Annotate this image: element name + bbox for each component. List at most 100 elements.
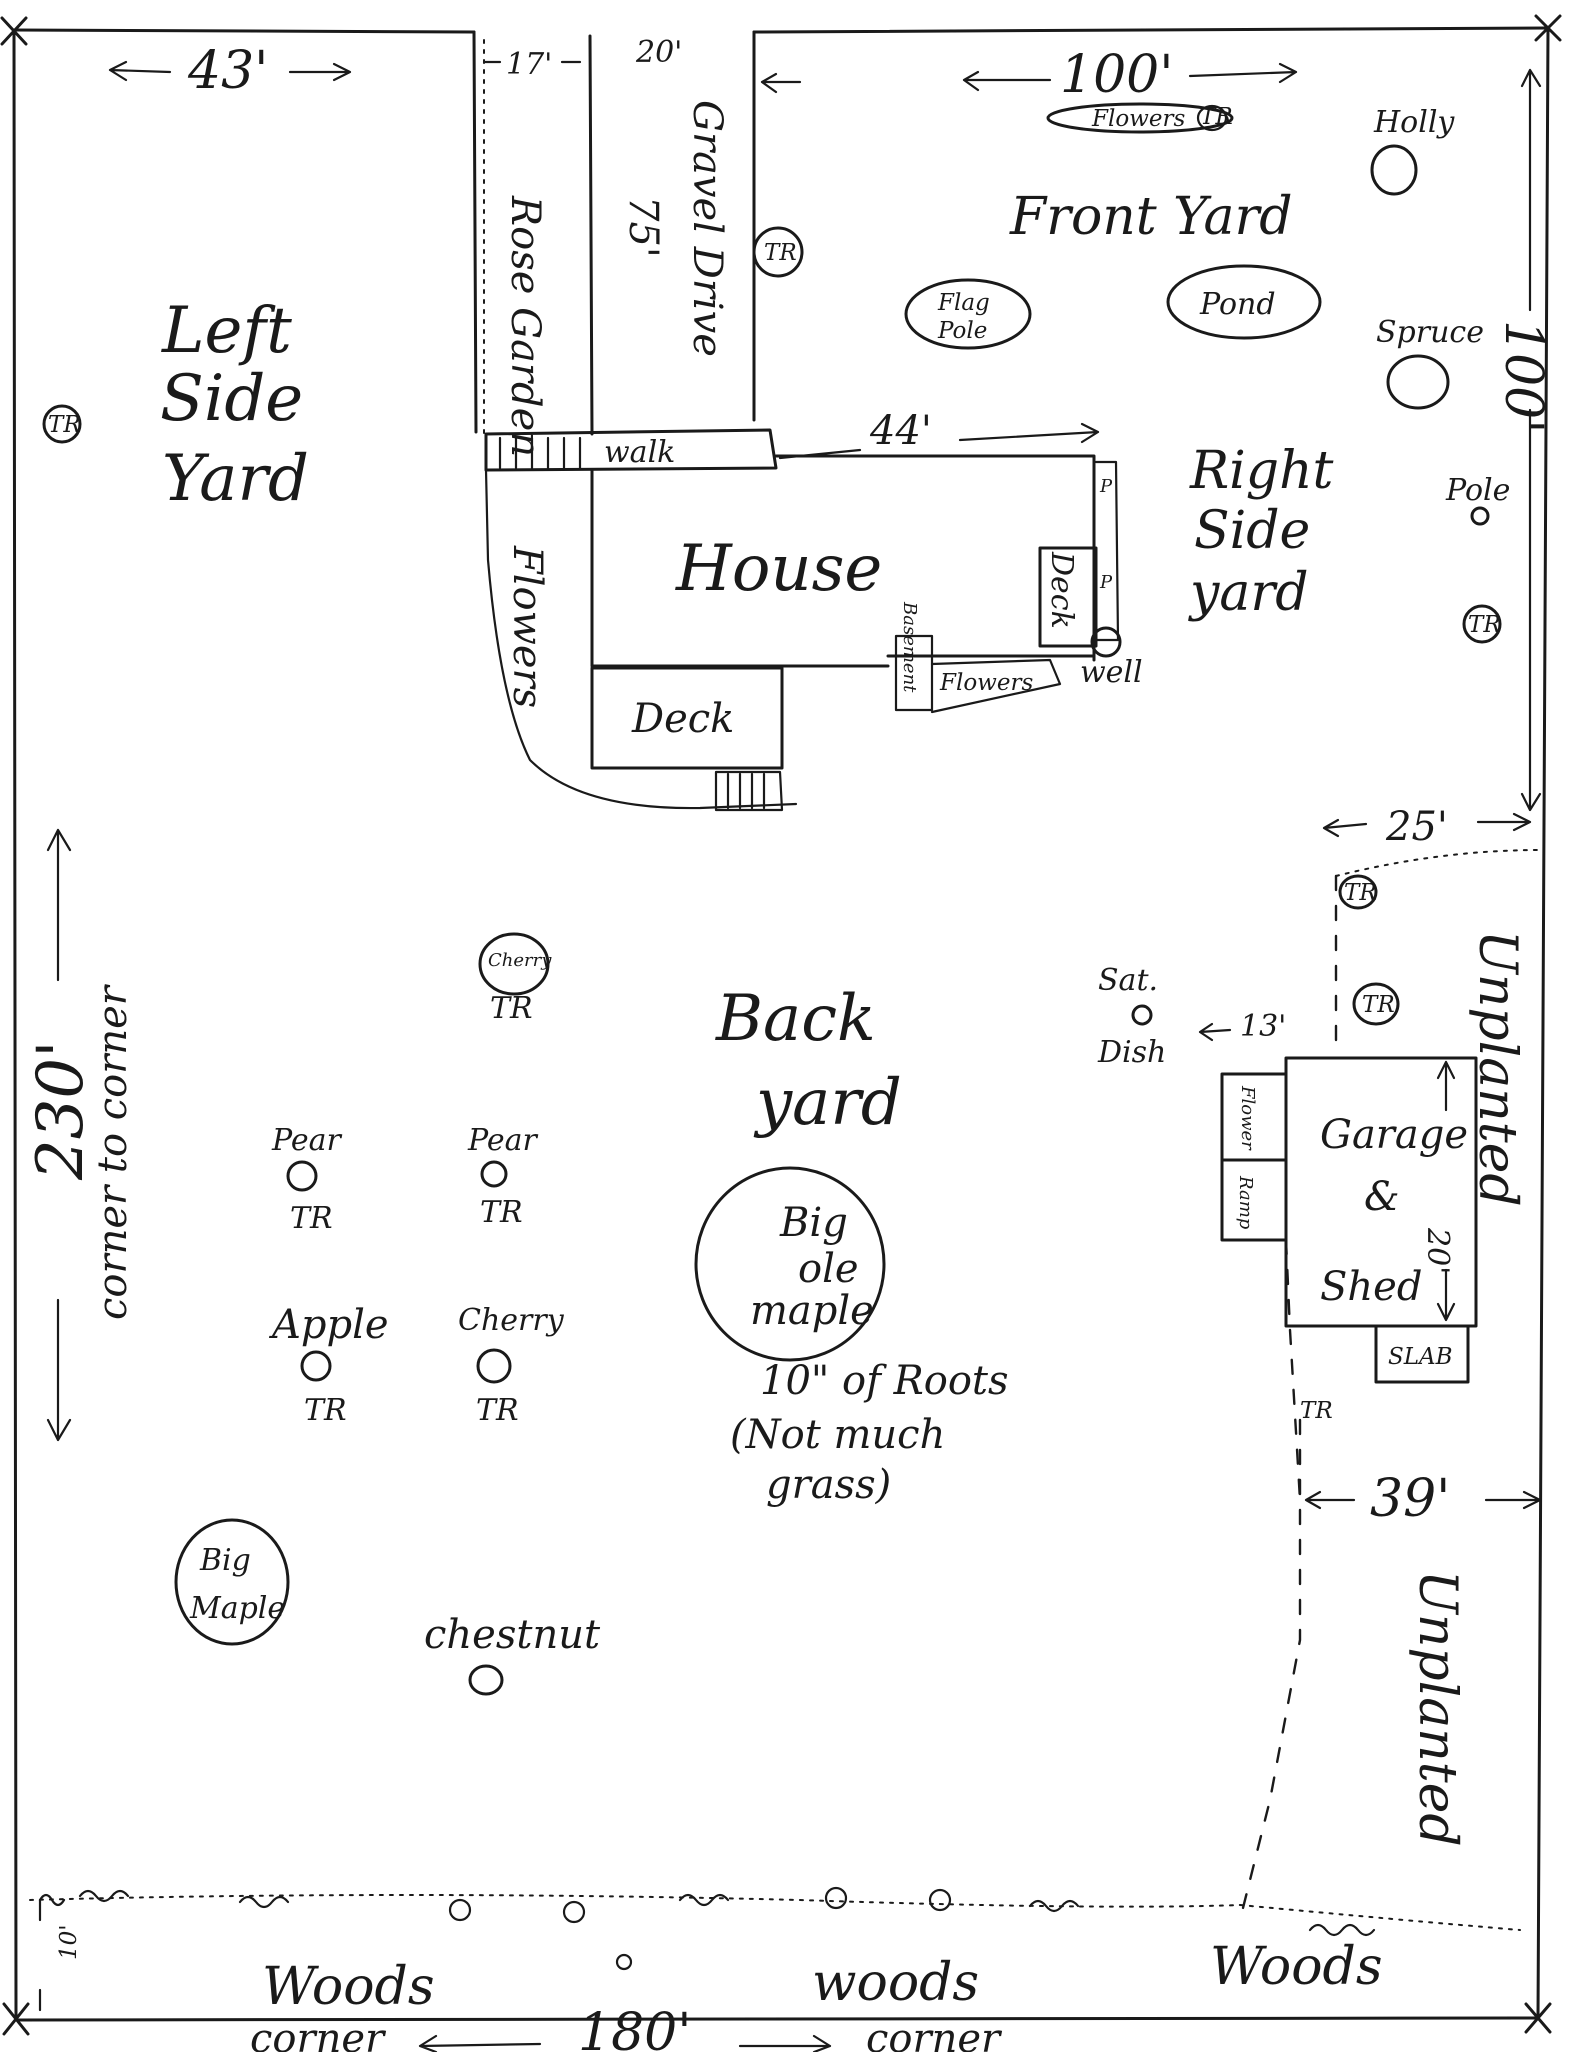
big-ole-maple-label-1: Big xyxy=(779,1200,848,1246)
tr-marker-pear-2: TR xyxy=(480,1195,523,1230)
garage-label-1: Garage xyxy=(1320,1112,1468,1158)
basement-label: Basement xyxy=(899,601,920,693)
tr-marker-garage-1: TR xyxy=(1344,880,1377,906)
ramp-label: Ramp xyxy=(1235,1175,1256,1230)
back-yard-label-1: Back xyxy=(715,982,876,1056)
spruce-label: Spruce xyxy=(1376,315,1484,350)
garage-fence-line xyxy=(1284,1238,1302,1502)
big-ole-maple-label-3: maple xyxy=(750,1288,874,1334)
dim-woods-strip: 10' xyxy=(56,1924,82,1960)
dim-rose-garden-width: 17' xyxy=(506,47,552,82)
dim-right-side-depth: 100' xyxy=(1493,320,1553,434)
tr-marker-drive: TR xyxy=(764,240,797,266)
side-deck-outline xyxy=(1038,546,1098,648)
pear-1-circle xyxy=(286,1160,318,1192)
walk-outline xyxy=(484,428,778,472)
chestnut-label: chestnut xyxy=(424,1612,601,1658)
flower-box-label: Flower xyxy=(1237,1085,1258,1151)
big-maple-circle xyxy=(174,1518,290,1646)
ramp-outline xyxy=(1220,1158,1288,1242)
sat-dish-label-1: Sat. xyxy=(1098,963,1158,998)
corner-label-right: corner xyxy=(866,2016,1003,2052)
flag-pole-label-1: Flag xyxy=(937,290,990,316)
woods-edge xyxy=(29,1894,1521,1931)
front-flowers-label: Flowers xyxy=(1091,106,1185,132)
tr-marker-pear-1: TR xyxy=(290,1201,333,1236)
dim-left-side-width: 43' xyxy=(187,41,268,101)
rose-garden-label: Rose Garden xyxy=(502,195,548,457)
driveway-outline xyxy=(472,30,756,436)
spruce-circle xyxy=(1386,354,1450,410)
flowers-house-label: Flowers xyxy=(504,545,550,708)
right-side-yard-label-2: Side xyxy=(1194,501,1310,561)
left-side-yard-label-2: Side xyxy=(160,362,303,436)
right-side-yard-label-1: Right xyxy=(1189,441,1334,501)
pond-label: Pond xyxy=(1199,287,1276,322)
tr-marker-cherry-1: TR xyxy=(490,991,533,1026)
cherry-2-label: Cherry xyxy=(458,1303,565,1338)
pear-1-label: Pear xyxy=(271,1123,342,1158)
dim-sat-to-garage: 13' xyxy=(1240,1009,1286,1044)
left-side-yard-label-3: Yard xyxy=(162,442,309,516)
front-yard-label: Front Yard xyxy=(1009,187,1293,247)
dim-drive-width: 20' xyxy=(635,35,682,70)
dim-garage-depth: 20' xyxy=(1420,1227,1455,1274)
pole-marker-2: P xyxy=(1099,572,1113,593)
tr-marker-left: TR xyxy=(48,412,81,438)
roots-note-line-2: (Not much xyxy=(730,1412,945,1458)
dim-walk-length: 44' xyxy=(869,408,932,454)
pear-2-label: Pear xyxy=(467,1123,538,1158)
chestnut-circle xyxy=(468,1664,504,1696)
dim-drive-length: 75' xyxy=(620,196,666,258)
holly-circle xyxy=(1370,144,1418,196)
cherry-1-label: Cherry xyxy=(488,950,552,971)
gravel-drive-label: Gravel Drive xyxy=(684,100,730,357)
pole-label: Pole xyxy=(1445,473,1510,508)
tr-marker-right: TR xyxy=(1468,612,1501,638)
walk-tr-circle xyxy=(1196,104,1228,132)
property-boundary xyxy=(0,14,1562,2036)
well-label: well xyxy=(1080,655,1143,690)
back-deck-label: Deck xyxy=(631,696,734,742)
big-maple-label-1: Big xyxy=(199,1543,251,1578)
tr-marker-garage-2: TR xyxy=(1362,992,1395,1018)
tr-marker-front-flowers: TR xyxy=(1200,104,1233,130)
dim-front-width: 100' xyxy=(1060,45,1174,105)
woods-shrubs xyxy=(38,1886,1376,1971)
dim-garage-to-right-line: 25' xyxy=(1385,804,1448,850)
cherry-1-circle xyxy=(478,932,550,996)
right-side-yard-label-3: yard xyxy=(1188,563,1309,623)
flowers-strip xyxy=(930,658,1062,714)
side-planter xyxy=(1094,460,1120,642)
tr-marker-apple: TR xyxy=(304,1393,347,1428)
sat-dish-label-2: Dish xyxy=(1097,1035,1166,1070)
side-deck-label: Deck xyxy=(1044,551,1079,629)
house-outline xyxy=(590,454,1096,668)
pear-2-circle xyxy=(480,1160,508,1188)
slab-outline xyxy=(1374,1324,1470,1384)
woods-label-2: woods xyxy=(812,1953,979,2013)
big-ole-maple-label-2: ole xyxy=(798,1246,859,1292)
pond-ellipse xyxy=(1166,264,1322,340)
slab-label: SLAB xyxy=(1388,1344,1453,1370)
dim-total-depth: 230' xyxy=(24,1040,98,1181)
flowers-bed-outline xyxy=(484,468,798,810)
front-flowers-ellipse xyxy=(1046,102,1234,134)
back-deck-steps xyxy=(714,770,784,812)
garage-tr-circle-1 xyxy=(1338,874,1378,910)
flag-pole-label-2: Pole xyxy=(937,318,987,344)
dim-back-to-right-line: 39' xyxy=(1370,1469,1450,1529)
apple-label: Apple xyxy=(268,1302,389,1348)
house-label: House xyxy=(675,532,882,606)
big-ole-maple-circle xyxy=(694,1166,886,1362)
garage-tr-circle-2 xyxy=(1352,982,1400,1026)
right-tr-circle xyxy=(1462,604,1502,644)
roots-note-line-1: 10" of Roots xyxy=(760,1358,1009,1404)
roots-note-line-3: grass) xyxy=(766,1462,891,1508)
tree-markers xyxy=(42,102,1502,1696)
tr-marker-cherry-2: TR xyxy=(476,1393,519,1428)
flag-pole-ellipse xyxy=(904,278,1032,350)
woods-label-1: Woods xyxy=(262,1957,435,2017)
walk-label: walk xyxy=(604,435,675,470)
